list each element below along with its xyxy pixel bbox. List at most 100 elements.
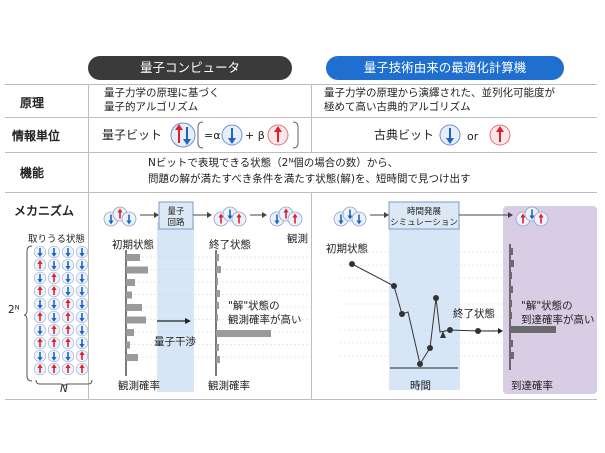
down-arrow-icon <box>37 248 43 257</box>
center-column-divider <box>311 84 312 152</box>
up-arrow-icon <box>51 286 57 295</box>
up-arrow-icon <box>65 312 71 321</box>
down-arrow-icon <box>108 214 114 225</box>
right-arrow-icon <box>498 328 503 334</box>
right-arrow-icon <box>440 331 446 338</box>
info-unit-classical-graphic: or <box>439 124 511 146</box>
alpha-symbol: =α <box>204 129 220 142</box>
quantum-bit-label: 量子ビット <box>102 128 163 142</box>
up-arrow-icon <box>37 338 43 347</box>
row-divider <box>5 192 597 193</box>
annealer-solution-line1: "解"状態の <box>521 300 573 312</box>
histogram-bar <box>216 290 220 297</box>
histogram-bar <box>510 272 512 279</box>
right-arrow-icon <box>185 318 191 324</box>
down-arrow-icon <box>228 138 236 144</box>
histogram-bar <box>510 260 514 267</box>
annealer-final-state-label: 終了状態 <box>453 308 495 320</box>
down-arrow-icon <box>79 339 85 348</box>
down-arrow-icon <box>227 209 233 220</box>
up-arrow-icon <box>37 312 43 321</box>
down-arrow-icon <box>79 248 85 257</box>
histogram-bar <box>510 286 513 293</box>
up-arrow-icon <box>520 213 526 224</box>
down-arrow-icon <box>79 261 85 270</box>
two-power-n-label: 2ᴺ <box>8 304 20 316</box>
quantum-flow-top: 量子 回路 <box>103 201 303 230</box>
info-unit-quantum-graphic: =α + β <box>170 121 299 149</box>
possible-states-grid <box>24 245 93 386</box>
up-arrow-icon <box>65 325 71 334</box>
annealer-principle-line1: 量子力学の原理から演繹された、並列化可能度が <box>324 87 555 99</box>
up-arrow-icon <box>283 208 289 219</box>
quantum-solution-line1: "解"状態の <box>228 300 280 312</box>
quantum-circuit-box <box>158 201 194 230</box>
row-label-mechanism: メカニズム <box>14 204 75 218</box>
down-arrow-icon <box>65 248 71 257</box>
function-line2: 問題の解が満たすべき条件を満たす状態(解)を、短時間で見つけ出す <box>148 173 471 185</box>
up-arrow-icon <box>51 325 57 334</box>
up-arrow-icon <box>51 338 57 347</box>
histogram-bar <box>216 314 218 321</box>
trajectory-point <box>447 327 453 333</box>
histogram-bar <box>216 254 219 261</box>
down-arrow-icon <box>338 214 344 225</box>
down-arrow-icon <box>347 209 353 220</box>
superposition-circle <box>170 122 196 148</box>
quantum-principle-line2: 量子的アルゴリズム <box>104 101 199 113</box>
or-text: or <box>467 130 479 143</box>
possible-states-label: 取りうる状態 <box>28 234 86 245</box>
quantum-solution-line2: 観測確率が高い <box>228 314 302 326</box>
annealer-trajectory <box>340 244 590 370</box>
down-arrow-icon <box>79 326 85 335</box>
quantum-final-state-label: 終了状態 <box>209 239 251 251</box>
up-arrow-icon <box>292 213 298 224</box>
up-arrow-icon <box>37 260 43 269</box>
right-arrow-icon <box>384 212 389 218</box>
down-arrow-icon <box>79 274 85 283</box>
down-arrow-icon <box>65 274 71 283</box>
states-left-brace <box>24 245 33 382</box>
down-arrow-icon <box>446 138 454 144</box>
up-arrow-icon <box>37 286 43 295</box>
quantum-principle-line1: 量子力学の原理に基づく <box>104 87 220 99</box>
up-arrow-icon <box>236 213 242 224</box>
right-arrow-icon <box>508 212 513 218</box>
down-arrow-icon <box>37 274 43 283</box>
trajectory-point <box>427 345 433 351</box>
histogram-bar <box>126 291 132 299</box>
up-arrow-icon <box>496 126 504 132</box>
up-arrow-icon <box>175 124 183 130</box>
histogram-bar <box>510 340 513 347</box>
down-arrow-icon <box>126 214 132 225</box>
histogram-bar <box>216 278 218 285</box>
histogram-bar <box>216 302 219 309</box>
up-arrow-icon <box>117 208 123 219</box>
row-divider <box>5 117 597 118</box>
right-bracket <box>292 121 299 149</box>
row-label-function: 機能 <box>20 166 45 180</box>
quantum-circuit-label-1: 量子 <box>167 207 185 217</box>
quantum-observe-label: 観測 <box>287 233 308 245</box>
annealer-flow-top: 時間発展 シミュレーション <box>333 201 549 230</box>
down-arrow-icon <box>79 287 85 296</box>
histogram-bar <box>126 316 146 324</box>
down-arrow-icon <box>37 352 43 361</box>
down-arrow-icon <box>274 214 280 225</box>
right-arrow-icon <box>262 212 267 218</box>
down-arrow-icon <box>65 261 71 270</box>
down-arrow-icon <box>51 261 57 270</box>
label-column-divider <box>88 84 89 399</box>
time-evolution-label-2: シミュレーション <box>390 218 458 228</box>
histogram-bar <box>216 344 219 351</box>
trajectory-point <box>349 261 355 267</box>
up-arrow-icon <box>65 338 71 347</box>
histogram-bar <box>216 330 271 337</box>
function-line1: Nビットで表現できる状態（2ᴺ個の場合の数）から、 <box>148 157 399 169</box>
states-bottom-brace <box>35 379 93 386</box>
quantum-circuit-label-2: 回路 <box>167 217 185 228</box>
histogram-bar <box>126 329 134 336</box>
table-top-border <box>5 84 597 85</box>
up-arrow-icon <box>79 351 85 360</box>
histogram-bar <box>216 266 221 273</box>
